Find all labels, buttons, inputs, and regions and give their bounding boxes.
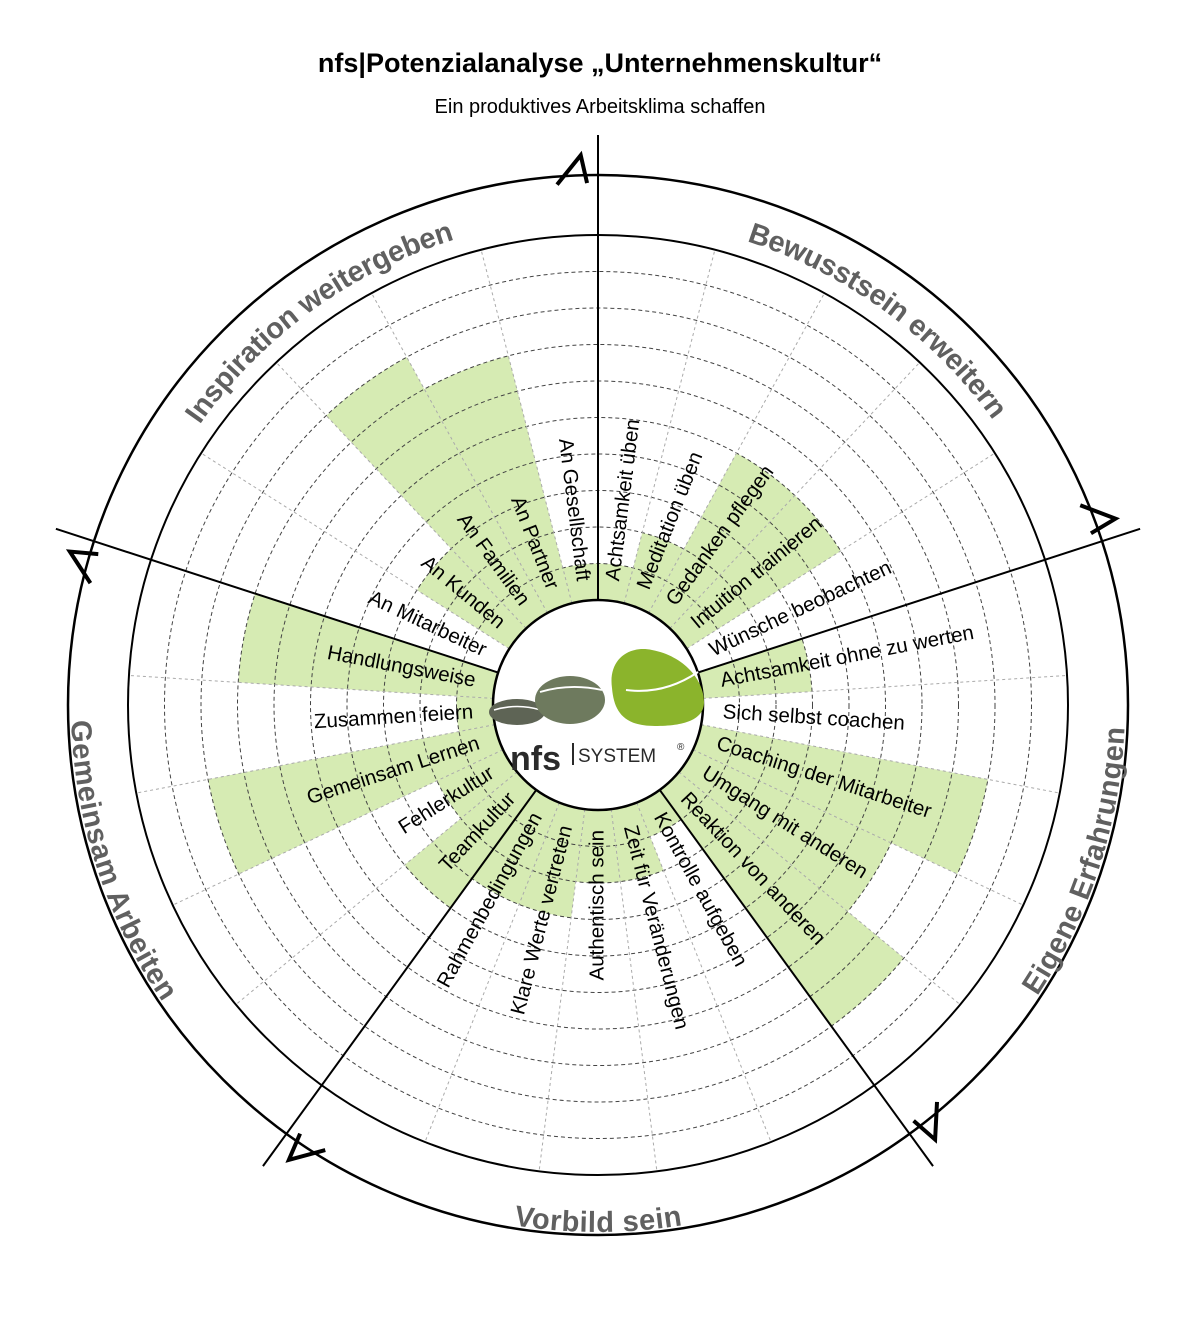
grid-spoke bbox=[701, 724, 1060, 794]
bar-10 bbox=[636, 789, 682, 837]
bar-3 bbox=[669, 495, 841, 649]
section-label-3: Gemeinsam Arbeiten bbox=[64, 719, 183, 1006]
section-label-text: Eigene Erfahrungen bbox=[1016, 726, 1131, 1000]
bar-21 bbox=[416, 548, 527, 649]
grid-spoke bbox=[424, 802, 560, 1143]
bar-23 bbox=[424, 355, 572, 613]
logo-system: SYSTEM bbox=[578, 746, 656, 767]
chart-subtitle: Ein produktives Arbeitsklima schaffen bbox=[434, 96, 766, 118]
section-label-text: Vorbild sein bbox=[512, 1201, 683, 1240]
grid-spoke bbox=[172, 749, 504, 906]
stone-mid-icon bbox=[535, 676, 605, 724]
bar-14 bbox=[471, 789, 560, 905]
bar-8 bbox=[678, 749, 892, 912]
section-label-2: Vorbild sein bbox=[512, 1201, 683, 1240]
grid-spoke bbox=[200, 452, 510, 650]
grid-spoke bbox=[136, 724, 495, 794]
section-divider bbox=[697, 527, 1141, 674]
grid-spoke bbox=[686, 452, 996, 650]
bar-9 bbox=[659, 771, 904, 1027]
bar-13 bbox=[519, 802, 585, 918]
grid-spoke bbox=[235, 771, 518, 1005]
stone-green-stripe bbox=[625, 671, 699, 692]
logo-registered: ® bbox=[677, 742, 685, 753]
bar-22 bbox=[326, 357, 548, 629]
bar-1 bbox=[624, 532, 684, 613]
grid-spoke bbox=[128, 674, 494, 699]
stone-mid-stripe bbox=[539, 686, 603, 693]
section-label-0: Bewusstsein erweitern bbox=[745, 217, 1014, 424]
section-label-text: Gemeinsam Arbeiten bbox=[64, 719, 183, 1006]
bar-18 bbox=[456, 696, 495, 732]
grid-ring bbox=[237, 344, 959, 1066]
grid-spoke bbox=[678, 771, 961, 1005]
category-label-12: Authentisch sein bbox=[585, 830, 608, 980]
bar-24 bbox=[562, 563, 598, 604]
section-arrow-icon bbox=[912, 1101, 940, 1144]
stone-dark-icon bbox=[489, 699, 545, 725]
grid-spoke bbox=[636, 802, 772, 1143]
section-label-1: Eigene Erfahrungen bbox=[1016, 726, 1131, 1000]
grid-ring bbox=[419, 526, 777, 884]
chart-title: nfs|Potenzialanalyse „Unternehmenskultur… bbox=[317, 48, 883, 78]
stone-dark-stripe bbox=[493, 705, 542, 711]
grid-spoke bbox=[538, 809, 586, 1172]
bar-2 bbox=[648, 453, 795, 629]
section-divider bbox=[658, 789, 934, 1167]
category-label-18: Zusammen feiern bbox=[313, 700, 474, 733]
grid-spoke bbox=[648, 292, 825, 614]
grid-spoke bbox=[371, 292, 548, 614]
grid-spoke bbox=[702, 674, 1068, 699]
logo-brand: nfs bbox=[510, 740, 561, 778]
grid-spoke bbox=[623, 249, 716, 604]
bar-16 bbox=[436, 749, 518, 819]
bar-11 bbox=[611, 802, 664, 882]
section-divider bbox=[55, 527, 499, 674]
section-divider bbox=[262, 789, 538, 1167]
grid-spoke bbox=[480, 249, 573, 604]
frame-layer bbox=[55, 135, 1141, 1237]
grid-ring bbox=[346, 453, 850, 957]
grid-spoke bbox=[669, 362, 921, 629]
section-arrow-icon bbox=[285, 1132, 326, 1163]
bar-15 bbox=[404, 771, 537, 909]
bar-5 bbox=[697, 638, 813, 699]
section-arrow-icon bbox=[1079, 503, 1121, 536]
bar-19 bbox=[238, 593, 499, 699]
grid-spoke bbox=[610, 809, 658, 1172]
grid-spoke bbox=[275, 362, 527, 629]
stone-green-icon bbox=[611, 649, 704, 726]
grid-spoke bbox=[692, 749, 1024, 906]
grid-ring bbox=[164, 271, 1032, 1139]
bar-0 bbox=[598, 563, 634, 604]
category-label-6: Sich selbst coachen bbox=[722, 700, 905, 734]
logo-divider bbox=[572, 743, 574, 765]
section-arrow-icon bbox=[555, 150, 590, 186]
section-arrow-icon bbox=[65, 549, 99, 585]
nfs-logo: nfs SYSTEM ® bbox=[489, 598, 705, 812]
bar-12 bbox=[575, 809, 621, 883]
section-label-text: Bewusstsein erweitern bbox=[745, 217, 1014, 424]
